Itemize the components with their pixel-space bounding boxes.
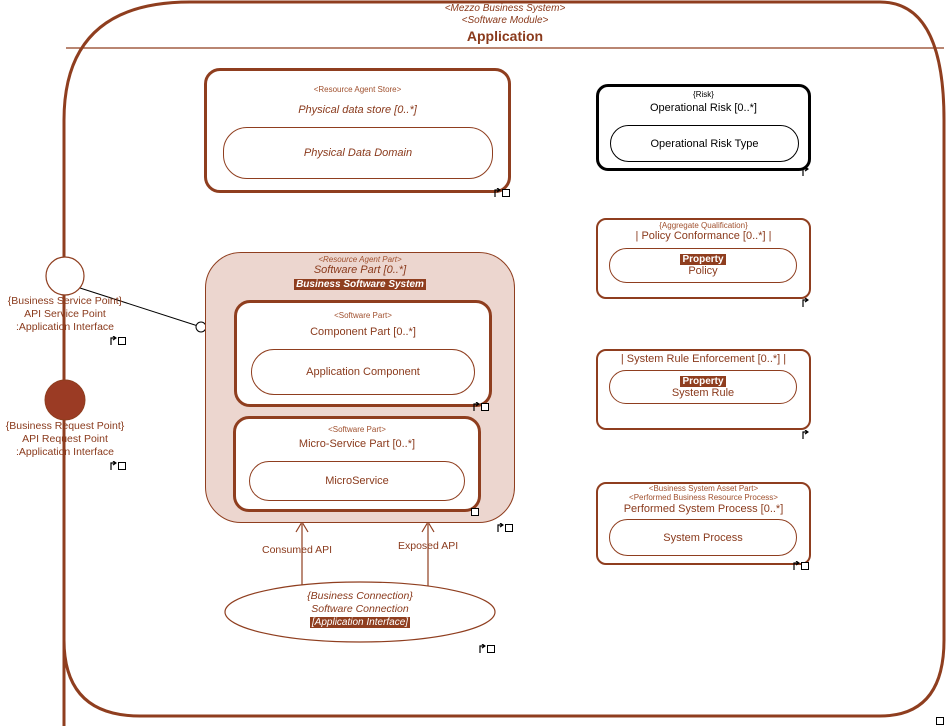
- software-part-stereo: <Resource Agent Part>: [318, 255, 402, 264]
- software-part-name: Software Part [0..*]: [313, 264, 407, 276]
- component-part-name: Component Part [0..*]: [310, 326, 416, 338]
- policy-pill[interactable]: Property Policy: [609, 248, 797, 283]
- risk-name: Operational Risk [0..*]: [650, 102, 757, 114]
- risk-nav-marker[interactable]: [802, 167, 818, 176]
- microservice-pill[interactable]: MicroService: [249, 461, 465, 501]
- performed-system-process-box[interactable]: <Business System Asset Part> <Performed …: [596, 482, 811, 565]
- up-arrow-icon: [479, 644, 486, 653]
- service-point-line3: :Application Interface: [15, 321, 115, 333]
- policy-tag: Property: [680, 254, 726, 265]
- link-square-icon: [487, 645, 495, 653]
- up-arrow-icon: [802, 430, 809, 439]
- policy-name: | Policy Conformance [0..*] |: [635, 230, 772, 242]
- rule-inner: System Rule: [671, 386, 735, 399]
- micro-service-stereo: <Software Part>: [328, 425, 386, 434]
- micro-nav-marker[interactable]: [463, 507, 479, 516]
- module-title[interactable]: Application: [466, 28, 544, 44]
- link-square-icon: [481, 403, 489, 411]
- service-point-nav-marker[interactable]: [110, 336, 126, 345]
- link-square-icon: [471, 508, 479, 516]
- store-name: Physical data store [0..*]: [298, 104, 417, 116]
- module-stereo-1: <Mezzo Business System>: [444, 3, 566, 14]
- rule-tag: Property: [680, 375, 726, 387]
- up-arrow-icon: [110, 336, 117, 345]
- rule-nav-marker[interactable]: [802, 430, 818, 439]
- system-process-pill[interactable]: System Process: [609, 519, 797, 556]
- request-point-circle: [44, 379, 86, 421]
- service-point-label[interactable]: {Business Service Point} API Service Poi…: [0, 295, 130, 334]
- software-part-box[interactable]: <Resource Agent Part> Software Part [0..…: [205, 252, 515, 523]
- policy-conformance-box[interactable]: {Aggregate Qualification} | Policy Confo…: [596, 218, 811, 299]
- service-point-connector: [79, 287, 199, 327]
- component-part-stereo: <Software Part>: [334, 311, 392, 320]
- link-square-icon: [118, 462, 126, 470]
- process-name: Performed System Process [0..*]: [623, 503, 784, 515]
- link-square-icon: [936, 717, 944, 725]
- up-arrow-icon: [793, 561, 800, 570]
- up-arrow-icon: [110, 461, 117, 470]
- service-point-line2: API Service Point: [24, 308, 106, 320]
- request-point-line1: {Business Request Point}: [5, 420, 125, 432]
- component-nav-marker[interactable]: [473, 402, 489, 411]
- request-point-line3: :Application Interface: [15, 446, 115, 458]
- up-arrow-icon: [497, 523, 504, 532]
- connection-ellipse: [224, 581, 496, 643]
- process-nav-marker[interactable]: [793, 561, 809, 570]
- up-arrow-icon: [494, 188, 501, 197]
- service-point-line1: {Business Service Point}: [7, 295, 123, 307]
- software-part-nav-marker[interactable]: [497, 523, 513, 532]
- policy-nav-marker[interactable]: [802, 298, 818, 307]
- up-arrow-icon: [473, 402, 480, 411]
- physical-data-domain-pill[interactable]: Physical Data Domain: [223, 127, 493, 179]
- policy-stereo: {Aggregate Qualification}: [659, 221, 748, 230]
- up-arrow-icon: [802, 167, 809, 176]
- connection-nav-marker[interactable]: [479, 644, 495, 653]
- exposed-api-label: Exposed API: [398, 540, 459, 552]
- rule-name: | System Rule Enforcement [0..*] |: [620, 353, 787, 365]
- connection-line1: {Business Connection}: [307, 590, 413, 602]
- process-stereo-1: <Business System Asset Part>: [648, 484, 759, 493]
- process-stereo-2: <Performed Business Resource Process>: [629, 493, 778, 502]
- link-square-icon: [118, 337, 126, 345]
- request-point-label[interactable]: {Business Request Point} API Request Poi…: [0, 420, 130, 459]
- system-rule-pill[interactable]: Property System Rule: [609, 370, 797, 404]
- store-nav-marker[interactable]: [494, 188, 510, 197]
- system-rule-box[interactable]: | System Rule Enforcement [0..*] | Prope…: [596, 349, 811, 430]
- link-square-icon: [505, 524, 513, 532]
- service-point-circle: [45, 256, 85, 296]
- software-part-tag: Business Software System: [294, 279, 426, 290]
- module-boundary: [62, 0, 946, 726]
- connection-label[interactable]: {Business Connection} Software Connectio…: [225, 590, 495, 629]
- connection-line2: Software Connection: [311, 603, 409, 615]
- component-part-box[interactable]: <Software Part> Component Part [0..*] Ap…: [234, 300, 492, 407]
- module-nav-marker[interactable]: [928, 716, 944, 725]
- policy-inner: Policy: [688, 265, 718, 277]
- request-point-line2: API Request Point: [22, 433, 108, 445]
- micro-service-part-box[interactable]: <Software Part> Micro-Service Part [0..*…: [233, 416, 481, 512]
- physical-data-store-box[interactable]: <Resource Agent Store> Physical data sto…: [204, 68, 511, 193]
- request-point-nav-marker[interactable]: [110, 461, 126, 470]
- module-header: <Mezzo Business System> <Software Module…: [66, 3, 944, 45]
- micro-service-name: Micro-Service Part [0..*]: [298, 438, 416, 450]
- link-square-icon: [502, 189, 510, 197]
- up-arrow-icon: [802, 298, 809, 307]
- operational-risk-type-pill[interactable]: Operational Risk Type: [610, 125, 799, 162]
- risk-stereo: {Risk}: [693, 90, 714, 99]
- store-stereo: <Resource Agent Store>: [313, 85, 402, 94]
- link-square-icon: [801, 562, 809, 570]
- module-stereo-2: <Software Module>: [461, 15, 549, 26]
- connection-tag: [Application Interface]: [309, 617, 411, 628]
- operational-risk-box[interactable]: {Risk} Operational Risk [0..*] Operation…: [596, 84, 811, 171]
- application-component-pill[interactable]: Application Component: [251, 349, 475, 395]
- consumed-api-label: Consumed API: [262, 544, 333, 556]
